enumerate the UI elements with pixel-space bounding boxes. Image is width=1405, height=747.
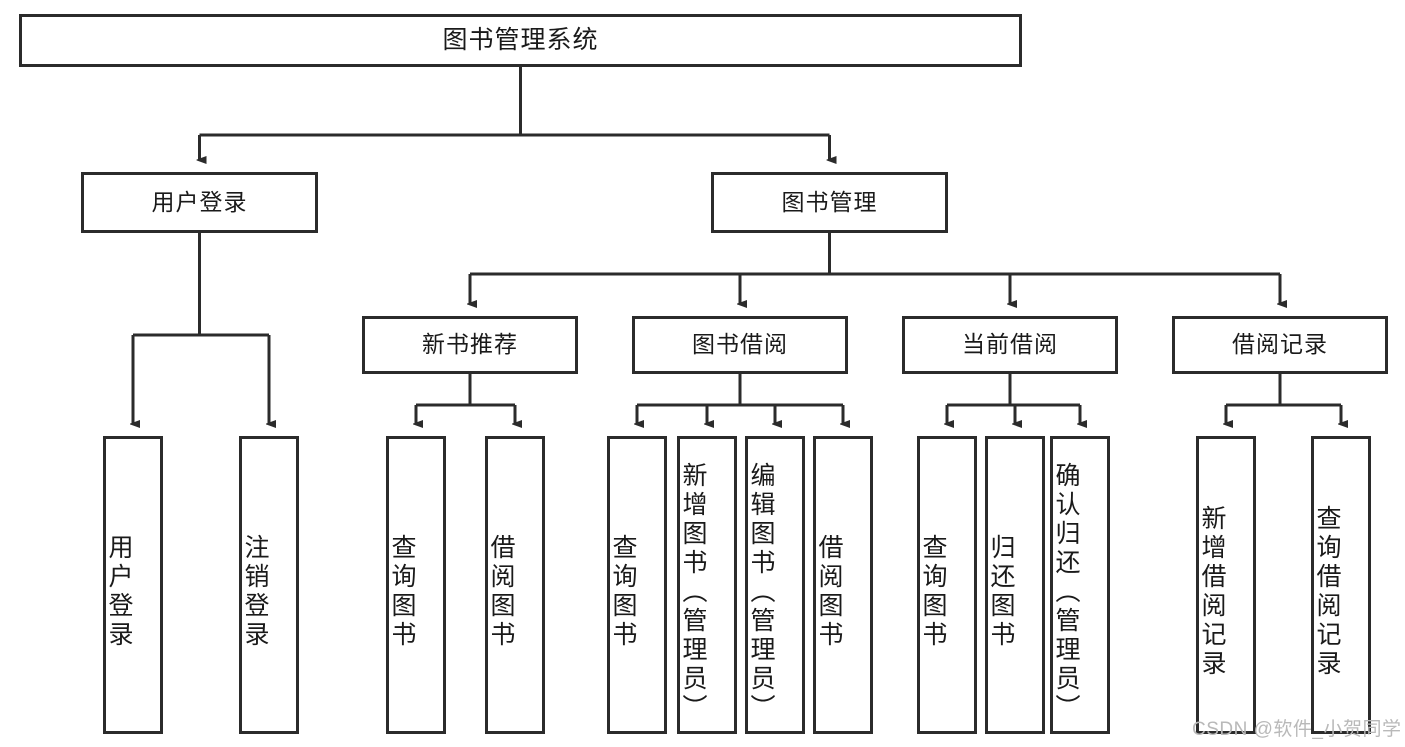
- leaf-node-leaf-query-book-1[interactable]: 查询图书: [386, 436, 446, 734]
- node-label: 用户登录: [105, 534, 133, 650]
- level3-node-current-borrow[interactable]: 当前借阅: [902, 316, 1118, 374]
- node-label: 查询图书: [388, 534, 416, 650]
- node-label: 图书管理: [781, 188, 878, 215]
- leaf-node-leaf-borrow-book-1[interactable]: 借阅图书: [485, 436, 545, 734]
- root-node-root[interactable]: 图书管理系统: [19, 14, 1022, 67]
- leaf-node-leaf-confirm-return[interactable]: 确认归还（管理员）: [1050, 436, 1110, 734]
- node-label: 新书推荐: [422, 331, 518, 358]
- node-label: 借阅图书: [815, 534, 843, 650]
- node-label: 新增借阅记录: [1198, 505, 1226, 679]
- leaf-node-leaf-query-record[interactable]: 查询借阅记录: [1311, 436, 1371, 734]
- leaf-node-leaf-borrow-book-2[interactable]: 借阅图书: [813, 436, 873, 734]
- node-label: 图书管理系统: [442, 25, 599, 54]
- node-label: 编辑图书（管理员）: [747, 461, 775, 723]
- leaf-node-leaf-logout[interactable]: 注销登录: [239, 436, 299, 734]
- leaf-node-leaf-query-book-2[interactable]: 查询图书: [607, 436, 667, 734]
- node-label: 确认归还（管理员）: [1052, 461, 1080, 723]
- leaf-node-leaf-add-book[interactable]: 新增图书（管理员）: [677, 436, 737, 734]
- level2-node-book-manage[interactable]: 图书管理: [711, 172, 948, 233]
- level3-node-new-book-rec[interactable]: 新书推荐: [362, 316, 578, 374]
- node-label: 查询图书: [919, 534, 947, 650]
- leaf-node-leaf-return-book[interactable]: 归还图书: [985, 436, 1045, 734]
- leaf-node-leaf-add-record[interactable]: 新增借阅记录: [1196, 436, 1256, 734]
- node-label: 注销登录: [241, 534, 269, 650]
- leaf-node-leaf-user-login[interactable]: 用户登录: [103, 436, 163, 734]
- node-label: 用户登录: [151, 188, 248, 215]
- level3-node-borrow-record[interactable]: 借阅记录: [1172, 316, 1388, 374]
- node-label: 查询借阅记录: [1313, 505, 1341, 679]
- leaf-node-leaf-query-book-3[interactable]: 查询图书: [917, 436, 977, 734]
- node-label: 借阅图书: [487, 534, 515, 650]
- node-label: 图书借阅: [692, 331, 788, 358]
- node-label: 归还图书: [987, 534, 1015, 650]
- leaf-node-leaf-edit-book[interactable]: 编辑图书（管理员）: [745, 436, 805, 734]
- node-label: 查询图书: [609, 534, 637, 650]
- node-label: 借阅记录: [1232, 331, 1328, 358]
- node-label: 当前借阅: [962, 331, 1058, 358]
- node-label: 新增图书（管理员）: [679, 461, 707, 723]
- edge-group: [133, 67, 1341, 424]
- level3-node-book-borrow[interactable]: 图书借阅: [632, 316, 848, 374]
- level2-node-user-login[interactable]: 用户登录: [81, 172, 318, 233]
